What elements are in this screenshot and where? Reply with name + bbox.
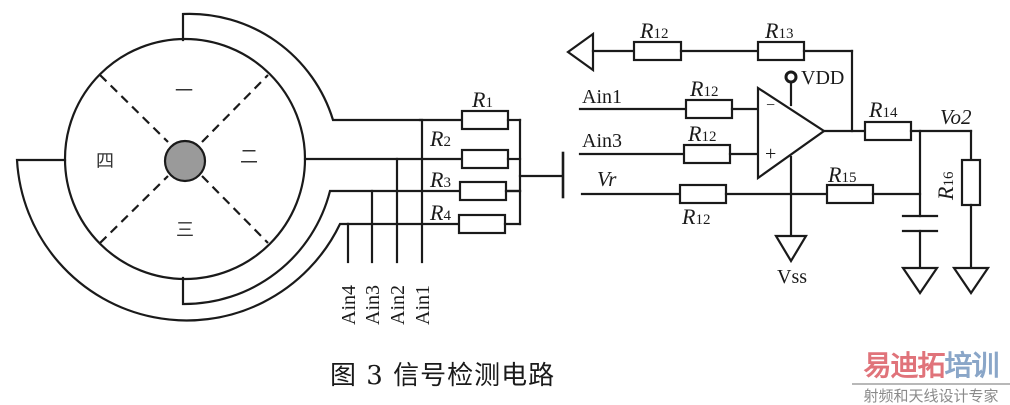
amplifier-stage: R12 R13 Ain1 R12 Ain3 R12 − + VDD Vss Vr… (566, 18, 854, 288)
resistor-r14 (863, 120, 913, 142)
watermark-brand-blue: 培训 (944, 349, 1000, 382)
resistor-r4 (457, 213, 507, 235)
vss-ground-icon (774, 234, 808, 264)
label-vo2: Vo2 (940, 105, 972, 129)
noninverting-pin-label: + (765, 143, 776, 165)
inverting-pin-label: − (766, 97, 775, 114)
resistor-bridge: R1 R2 R3 R4 Ain4 Ain3 Ain2 Ain1 (303, 87, 565, 325)
inner-lower-arc (181, 189, 522, 306)
resistor-r12-noninverting (682, 143, 732, 165)
label-r1: R1 (471, 87, 493, 112)
label-r13: R13 (764, 18, 793, 43)
watermark-brand: 易迪拓培训 (852, 350, 1010, 382)
lower-electrode-arc (15, 158, 350, 322)
resistor-r2 (460, 148, 510, 170)
watermark-divider (852, 383, 1010, 385)
ground-icon (900, 266, 940, 295)
output-arrow-icon (566, 31, 595, 73)
label-vss: Vss (777, 266, 807, 288)
upper-electrode-arc (181, 12, 422, 122)
label-r14: R14 (868, 97, 898, 122)
label-r2: R2 (429, 126, 451, 151)
divider-line (201, 74, 269, 143)
resistor-r12-feedback (632, 40, 683, 62)
proof-mass (163, 139, 207, 183)
label-vdd: VDD (801, 67, 844, 89)
sector-label-2: 二 (240, 147, 258, 168)
watermark: 易迪拓培训 射频和天线设计专家 (852, 350, 1010, 405)
resistor-r15 (825, 183, 875, 205)
label-ain4: Ain4 (338, 285, 360, 325)
divider-line (201, 175, 269, 244)
label-ain2: Ain2 (387, 285, 409, 325)
resistor-r12-inverting (684, 98, 734, 120)
sector-label-1: 一 (175, 81, 193, 102)
resistor-r1 (460, 109, 510, 131)
label-r4: R4 (429, 200, 451, 225)
watermark-brand-red: 易迪拓 (863, 349, 945, 382)
ground-icon (951, 266, 991, 295)
label-r3: R3 (429, 167, 451, 192)
sector-label-4: 四 (96, 151, 114, 172)
op-amp (756, 85, 826, 181)
label-r12-noninverting: R12 (687, 121, 716, 146)
label-ain1: Ain1 (412, 285, 434, 325)
label-r12-inverting: R12 (689, 76, 718, 101)
resistor-r13 (756, 40, 806, 62)
label-r16: R16 (933, 171, 958, 201)
label-ain1-input: Ain1 (582, 86, 622, 108)
label-ain3: Ain3 (362, 285, 384, 325)
output-filter: R14 Vo2 R15 R16 (822, 97, 991, 295)
resistor-r3 (458, 180, 508, 202)
label-ain3-input: Ain3 (582, 130, 622, 152)
resistor-r12-ref (678, 183, 728, 205)
label-r15: R15 (827, 162, 856, 187)
figure-caption: 图 3 信号检测电路 (330, 361, 556, 391)
resistor-r16 (960, 158, 982, 207)
label-vr: Vr (597, 167, 617, 191)
sensor-disc: 一 二 三 四 (15, 12, 522, 322)
divider-line (99, 175, 169, 244)
label-r12-feedback: R12 (639, 18, 668, 43)
watermark-tagline: 射频和天线设计专家 (863, 387, 999, 405)
label-r12-ref: R12 (681, 204, 710, 229)
divider-line (99, 74, 169, 143)
sector-label-3: 三 (176, 220, 194, 241)
vdd-terminal-icon (784, 70, 798, 84)
